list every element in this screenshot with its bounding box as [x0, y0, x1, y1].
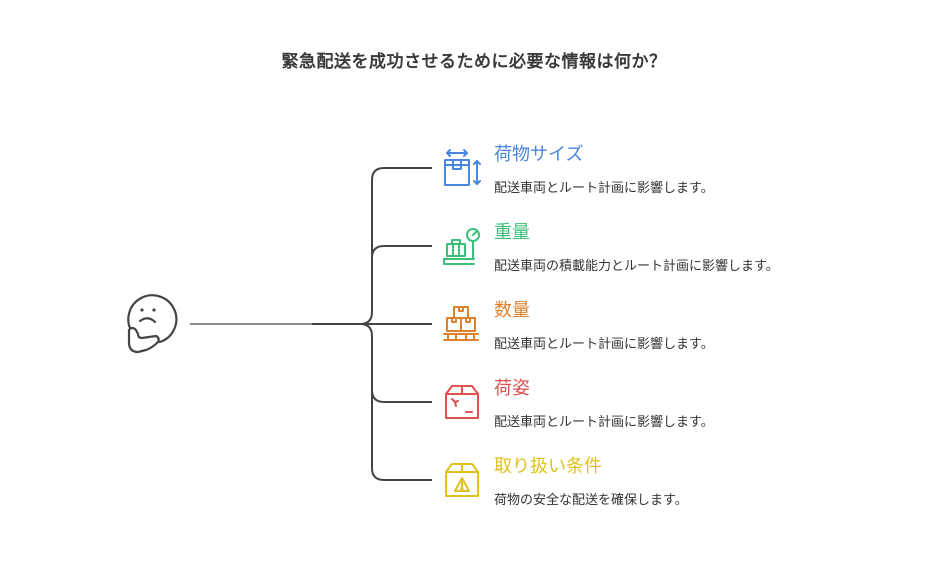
damaged-box-icon [445, 385, 479, 419]
branch-title-packing: 荷姿 [494, 374, 530, 400]
branch-title-text: 数量 [494, 300, 530, 321]
branch-desc-packing: 配送車両とルート計画に影響します。 [494, 415, 714, 430]
branch-title-package-size: 荷物サイズ [494, 140, 583, 166]
warning-box-icon [445, 463, 479, 497]
branch-desc-quantity: 配送車両とルート計画に影響します。 [494, 337, 714, 352]
package-dimensions-icon [444, 149, 481, 186]
branch-title-text: 荷物サイズ [494, 144, 584, 165]
branch-desc-weight: 配送車両の積載能力とルート計画に影響します。 [494, 259, 779, 274]
branch-line-2 [371, 245, 432, 259]
branch-title-text: 取り扱い条件 [494, 456, 602, 477]
stacked-boxes-pallet-icon [443, 306, 479, 341]
branch-title-handling: 取り扱い条件 [494, 452, 602, 478]
branch-line-1 [359, 167, 432, 325]
branch-desc-package-size: 配送車両とルート計画に影響します。 [494, 181, 714, 196]
branch-title-weight: 重量 [494, 218, 530, 244]
branch-line-4 [359, 323, 432, 481]
branch-desc-handling: 荷物の安全な配送を確保します。 [494, 493, 688, 508]
branch-title-text: 荷姿 [494, 378, 530, 399]
diagram-title: 緊急配送を成功させるために必要な情報は何か？ [281, 52, 667, 72]
thinking-face-icon [127, 294, 178, 354]
branch-title-quantity: 数量 [494, 296, 530, 322]
weighing-scale-icon [443, 228, 480, 265]
branch-line-5 [371, 389, 432, 403]
branch-title-text: 重量 [494, 222, 530, 243]
